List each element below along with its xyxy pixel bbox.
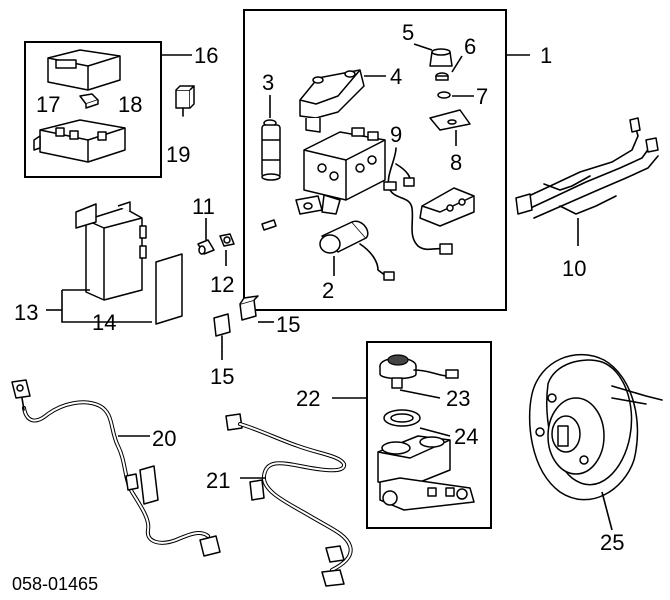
group-16-relay-box <box>24 41 195 178</box>
switch-11-icon <box>197 239 215 255</box>
callout-4: 4 <box>390 64 402 89</box>
callout-15a: 15 <box>276 312 300 337</box>
relay-18-icon <box>79 93 99 109</box>
callout-11: 11 <box>192 194 215 219</box>
callout-2: 2 <box>322 278 334 303</box>
harness-21-icon <box>225 413 353 587</box>
relay-box-cover-icon <box>47 49 121 91</box>
bracket-8-icon <box>429 109 471 146</box>
callout-15b: 15 <box>210 364 234 389</box>
seal-24-icon <box>383 409 451 437</box>
callout-22: 22 <box>296 386 320 411</box>
callout-3: 3 <box>262 70 274 95</box>
group-11-12-15-switches <box>197 218 274 360</box>
cap-5-icon <box>413 43 453 67</box>
callout-8: 8 <box>450 150 462 175</box>
reservoir-cap-23-icon <box>379 354 459 399</box>
frame-22 <box>366 341 492 529</box>
accumulator-3-icon <box>261 95 281 181</box>
sticker-14-icon <box>155 253 183 325</box>
switch-15b-icon <box>213 313 231 360</box>
relay-box-base-icon <box>33 119 126 163</box>
control-unit-13-icon <box>75 201 147 301</box>
brake-booster-25-icon <box>528 353 663 531</box>
master-cylinder-body-icon <box>377 435 475 511</box>
nut-12-icon <box>219 233 235 266</box>
callout-13: 13 <box>14 300 38 325</box>
group-22-master-cylinder <box>332 341 492 529</box>
nut-6-icon <box>435 55 463 81</box>
leader-14 <box>61 290 152 323</box>
frame-1 <box>243 9 507 311</box>
switch-15a-icon <box>239 295 274 323</box>
callout-20: 20 <box>152 426 176 451</box>
relay-19-icon <box>175 85 195 117</box>
callout-9: 9 <box>390 122 402 147</box>
harness-20-icon <box>11 379 221 557</box>
callout-21: 21 <box>206 468 230 493</box>
motor-2-icon <box>319 220 395 281</box>
callout-18: 18 <box>118 92 142 117</box>
frame-16 <box>24 41 162 178</box>
callout-1: 1 <box>540 43 552 68</box>
ecu-bracket-icon <box>419 187 475 227</box>
callout-14: 14 <box>92 310 116 335</box>
callout-23: 23 <box>446 386 470 411</box>
callout-10: 10 <box>562 256 586 281</box>
diagram-code: 058-01465 <box>12 574 98 594</box>
bolt-icon <box>261 219 277 231</box>
callout-12: 12 <box>210 272 234 297</box>
callout-24: 24 <box>454 424 478 449</box>
pipe-assy-10-icon <box>515 117 659 246</box>
harness-9-icon <box>383 147 453 255</box>
callout-5: 5 <box>402 20 414 45</box>
callout-6: 6 <box>464 34 476 59</box>
callout-7: 7 <box>476 84 488 109</box>
group-1-modulator <box>243 9 530 311</box>
callout-16: 16 <box>194 43 218 68</box>
washer-7-icon <box>437 91 474 99</box>
group-13-14-control-unit <box>46 201 183 325</box>
modulator-body-icon <box>295 127 386 215</box>
callout-19: 19 <box>166 142 190 167</box>
callout-17: 17 <box>36 92 60 117</box>
callout-25: 25 <box>600 530 624 555</box>
cover-4-icon <box>299 69 386 133</box>
